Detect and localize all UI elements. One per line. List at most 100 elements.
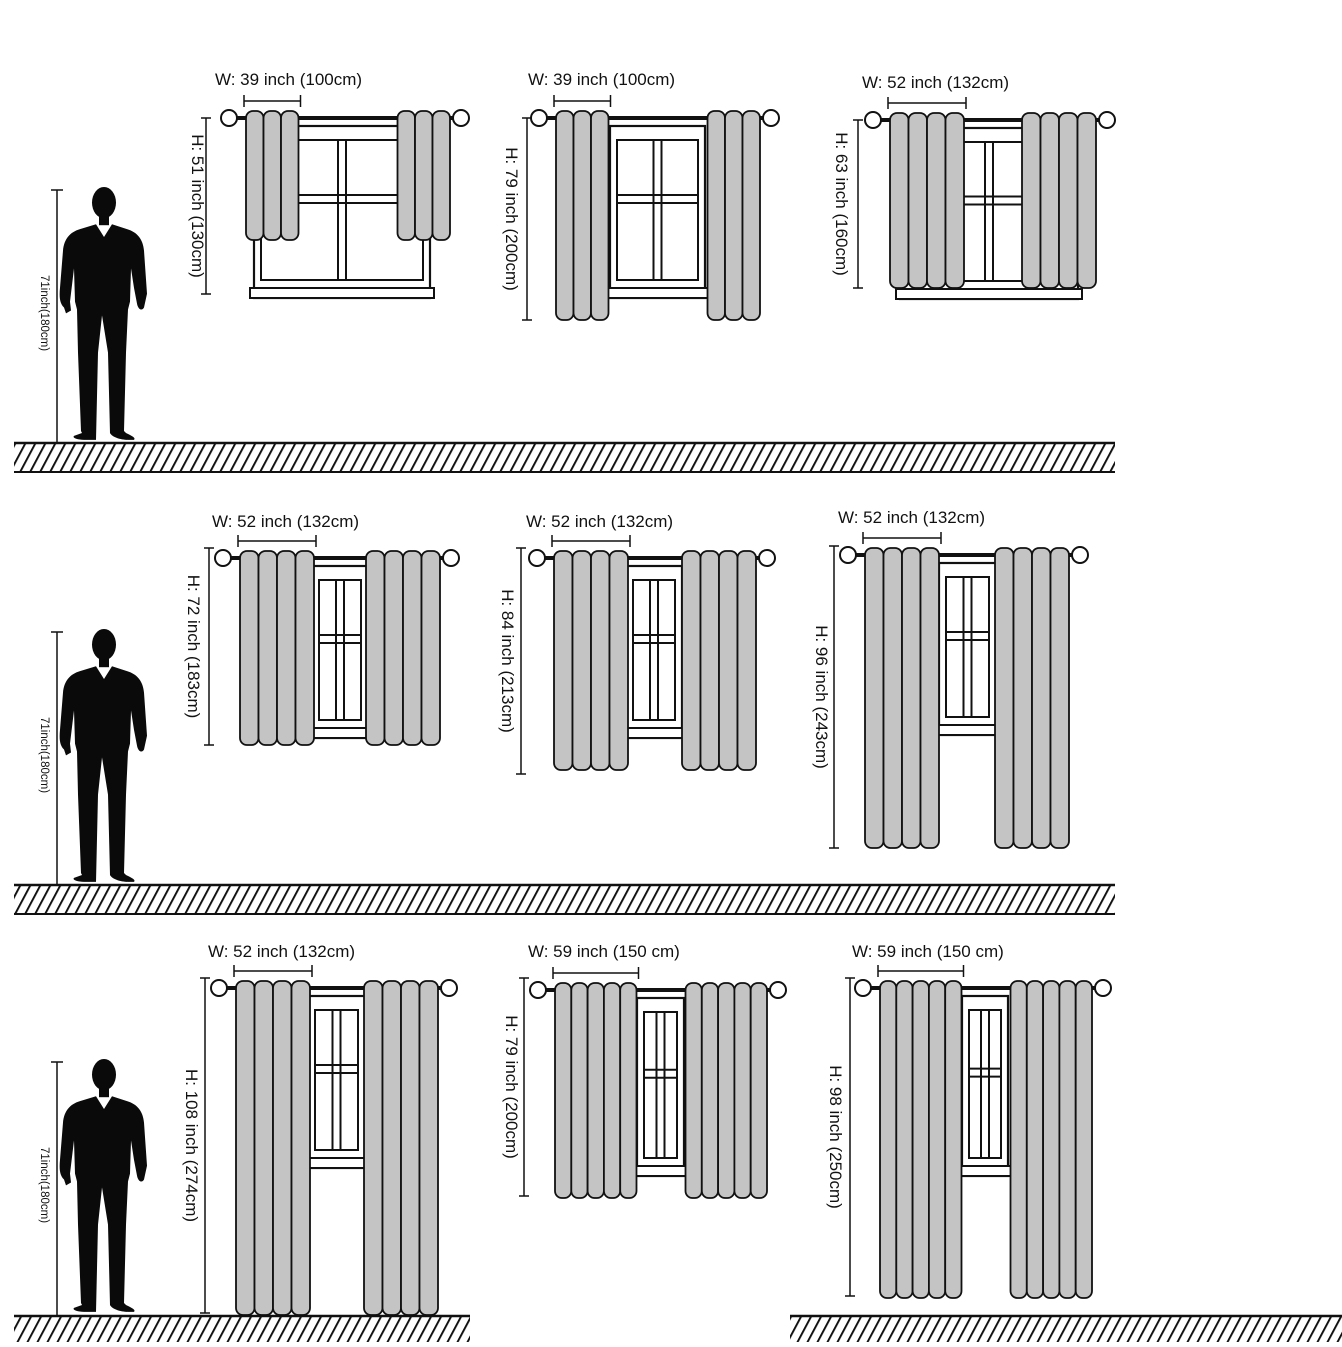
curtain-fold bbox=[919, 547, 940, 849]
height-bracket bbox=[522, 117, 532, 321]
curtain-fold bbox=[571, 550, 592, 771]
curtain-fold bbox=[276, 550, 297, 746]
width-bracket bbox=[552, 967, 640, 979]
width-bracket bbox=[887, 97, 967, 109]
width-bracket bbox=[553, 95, 612, 107]
height-label: H: 79 inch (200cm) bbox=[502, 1015, 521, 1159]
rod-finial-left bbox=[528, 549, 546, 567]
curtain-unit: W: 52 inch (132cm)H: 72 inch (183cm) bbox=[184, 512, 460, 746]
curtain-panel-right bbox=[1021, 112, 1097, 289]
curtain-fold bbox=[724, 110, 744, 321]
rod-finial-left bbox=[839, 546, 857, 564]
curtain-fold bbox=[1039, 112, 1060, 289]
curtain-panel-left bbox=[239, 550, 315, 746]
window-frame bbox=[605, 124, 710, 300]
window-sill bbox=[895, 288, 1083, 300]
width-bracket bbox=[877, 965, 965, 977]
curtain-panel-right bbox=[363, 980, 439, 1316]
curtain-panel-left bbox=[245, 110, 300, 241]
curtain-fold bbox=[681, 550, 702, 771]
width-label: W: 39 inch (100cm) bbox=[215, 70, 362, 89]
curtain-fold bbox=[420, 550, 441, 746]
width-bracket bbox=[243, 95, 302, 107]
curtain-fold bbox=[944, 112, 965, 289]
curtain-fold bbox=[272, 980, 293, 1316]
height-bracket bbox=[516, 547, 526, 775]
curtain-fold bbox=[572, 110, 592, 321]
curtain-fold bbox=[926, 112, 947, 289]
rod-finial-right bbox=[1098, 111, 1116, 129]
width-label: W: 52 inch (132cm) bbox=[208, 942, 355, 961]
curtain-fold bbox=[864, 547, 885, 849]
rod-finial-left bbox=[220, 109, 238, 127]
curtain-fold bbox=[418, 980, 439, 1316]
height-label: H: 84 inch (213cm) bbox=[498, 589, 517, 733]
width-label: W: 52 inch (132cm) bbox=[862, 73, 1009, 92]
curtain-panel-left bbox=[879, 980, 963, 1299]
curtain-fold bbox=[749, 982, 768, 1199]
window-sill bbox=[621, 727, 687, 739]
person-silhouette: 71inch(180cm) bbox=[38, 186, 147, 443]
window-sill bbox=[307, 727, 373, 739]
curtain-fold bbox=[239, 550, 260, 746]
window-sill bbox=[957, 1165, 1013, 1177]
curtain-panel-right bbox=[684, 982, 768, 1199]
curtain-fold bbox=[554, 982, 573, 1199]
curtain-panel-left bbox=[554, 982, 638, 1199]
curtain-panel-right bbox=[681, 550, 757, 771]
height-label: H: 98 inch (250cm) bbox=[826, 1065, 845, 1209]
curtain-fold bbox=[882, 547, 903, 849]
rod-finial-right bbox=[758, 549, 776, 567]
rod-finial-right bbox=[440, 979, 458, 997]
person-silhouette: 71inch(180cm) bbox=[38, 1058, 147, 1316]
rod-finial-right bbox=[1071, 546, 1089, 564]
curtain-fold bbox=[590, 110, 610, 321]
person-silhouette: 71inch(180cm) bbox=[38, 628, 147, 885]
height-bracket bbox=[201, 117, 211, 295]
rod-finial-right bbox=[769, 981, 787, 999]
rod-finial-left bbox=[864, 111, 882, 129]
person-figure bbox=[59, 186, 147, 440]
curtain-fold bbox=[603, 982, 622, 1199]
curtain-fold bbox=[736, 550, 757, 771]
curtain-fold bbox=[879, 980, 898, 1299]
curtain-unit: W: 52 inch (132cm)H: 96 inch (243cm) bbox=[812, 508, 1089, 849]
rod-finial-right bbox=[762, 109, 780, 127]
person-height-label: 71inch(180cm) bbox=[38, 275, 50, 351]
curtain-fold bbox=[1025, 980, 1045, 1299]
curtain-unit: W: 39 inch (100cm)H: 51 inch (130cm) bbox=[188, 70, 470, 300]
curtain-fold bbox=[586, 982, 605, 1199]
width-label: W: 59 inch (150 cm) bbox=[852, 942, 1004, 961]
height-label: H: 96 inch (243cm) bbox=[812, 625, 831, 769]
curtain-fold bbox=[741, 110, 761, 321]
person-figure bbox=[59, 1058, 147, 1312]
curtain-fold bbox=[1049, 547, 1070, 849]
width-bracket bbox=[233, 965, 313, 977]
window-frame bbox=[957, 994, 1013, 1178]
curtain-fold bbox=[706, 110, 726, 321]
width-bracket bbox=[551, 535, 631, 547]
height-bracket bbox=[829, 545, 839, 849]
curtain-unit: W: 52 inch (132cm)H: 108 inch (274cm) bbox=[182, 942, 458, 1316]
rod-finial-right bbox=[452, 109, 470, 127]
curtain-fold bbox=[280, 110, 300, 241]
height-label: H: 72 inch (183cm) bbox=[184, 575, 203, 719]
window-frame bbox=[632, 996, 689, 1178]
curtain-fold bbox=[590, 550, 611, 771]
rod-finial-left bbox=[214, 549, 232, 567]
window-frame bbox=[934, 561, 1001, 737]
curtain-panel-right bbox=[706, 110, 761, 321]
curtain-panel-left bbox=[553, 550, 629, 771]
curtain-panel-left bbox=[864, 547, 940, 849]
height-label: H: 63 inch (160cm) bbox=[832, 132, 851, 276]
person-height-label: 71inch(180cm) bbox=[38, 1147, 50, 1223]
floor-hatch bbox=[14, 1314, 470, 1346]
floor-hatch bbox=[790, 1314, 1342, 1346]
curtain-fold bbox=[396, 110, 416, 241]
rod-finial-left bbox=[854, 979, 872, 997]
height-bracket bbox=[200, 977, 210, 1314]
curtain-fold bbox=[257, 550, 278, 746]
curtain-fold bbox=[1009, 980, 1028, 1299]
rod-finial-left bbox=[530, 109, 548, 127]
curtain-fold bbox=[733, 982, 752, 1199]
